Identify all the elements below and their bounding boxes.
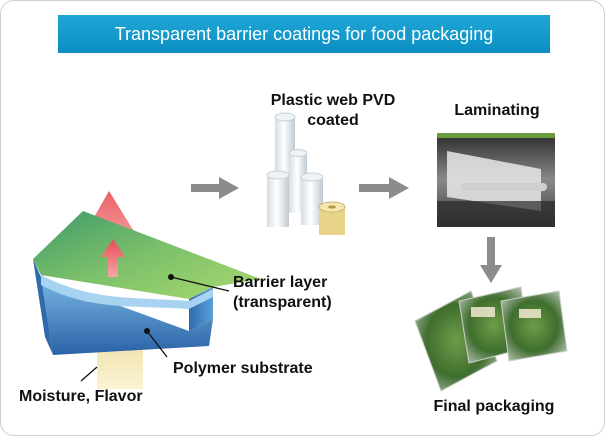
polymer-substrate-side <box>33 259 53 355</box>
barrier-label-line1: Barrier layer <box>233 274 328 291</box>
substrate-pointer-line <box>146 330 168 358</box>
flow-arrow-2 <box>359 177 409 199</box>
flow-arrow-1 <box>191 177 239 199</box>
pvd-label-line2: coated <box>307 112 359 129</box>
barrier-layer-surface <box>33 211 261 299</box>
final-packaging-label: Final packaging <box>433 398 555 415</box>
laminating-photo <box>437 133 555 227</box>
film-rolls-image <box>266 112 346 235</box>
final-packaging-photo <box>414 286 568 392</box>
small-upward-arrow <box>101 239 125 277</box>
pvd-label: Plastic web PVD coated <box>263 91 403 131</box>
pvd-label-line1: Plastic web PVD <box>270 92 396 109</box>
polymer-substrate-label: Polymer substrate <box>173 360 313 377</box>
moisture-flavor-label: Moisture, Flavor <box>19 388 143 405</box>
barrier-pointer-line <box>170 276 230 292</box>
flow-arrow-down <box>480 237 502 283</box>
barrier-label-line2: (transparent) <box>233 294 332 311</box>
barrier-layer-label: Barrier layer (transparent) <box>233 273 332 313</box>
title-banner: Transparent barrier coatings for food pa… <box>58 15 550 53</box>
barrier-strip <box>41 275 213 309</box>
laminating-label: Laminating <box>454 102 540 119</box>
moisture-pointer-line <box>80 366 98 382</box>
